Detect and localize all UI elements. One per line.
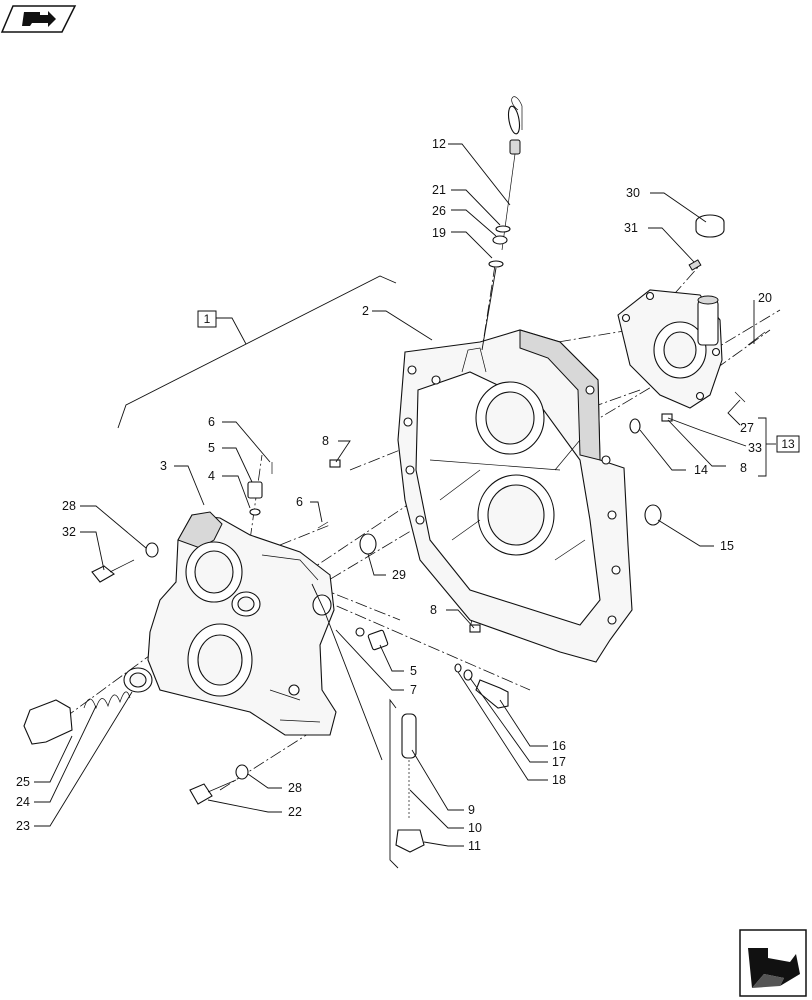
front-cover-part-3 [147, 511, 337, 736]
callout-8-bottom: 8 [430, 603, 437, 617]
callout-13: 13 [781, 437, 795, 451]
callout-33: 33 [748, 441, 762, 455]
callout-17: 17 [552, 755, 566, 769]
main-housing-part-2 [397, 329, 633, 663]
callout-25: 25 [16, 775, 30, 789]
callout-labels: 1 13 12 21 26 19 2 30 31 20 27 33 8 14 1… [16, 137, 795, 853]
callout-29: 29 [392, 568, 406, 582]
callout-2: 2 [362, 304, 369, 318]
callout-30: 30 [626, 186, 640, 200]
small-parts [23, 96, 766, 853]
callout-24: 24 [16, 795, 30, 809]
callout-26: 26 [432, 204, 446, 218]
book-arrow-icon[interactable] [0, 5, 77, 33]
callout-16: 16 [552, 739, 566, 753]
callout-6-top: 6 [208, 415, 215, 429]
callout-28-bottom: 28 [288, 781, 302, 795]
callout-14: 14 [694, 463, 708, 477]
callout-12: 12 [432, 137, 446, 151]
assembly-group-lines [117, 275, 776, 869]
callout-8-top: 8 [322, 434, 329, 448]
callout-32: 32 [62, 525, 76, 539]
callout-box-1 [197, 310, 217, 328]
callout-31: 31 [624, 221, 638, 235]
callout-5-mid: 5 [410, 664, 417, 678]
callout-7: 7 [410, 683, 417, 697]
callout-28-top: 28 [62, 499, 76, 513]
callout-18: 18 [552, 773, 566, 787]
callout-10: 10 [468, 821, 482, 835]
next-page-arrow-icon[interactable] [739, 929, 807, 997]
callout-19: 19 [432, 226, 446, 240]
callout-23: 23 [16, 819, 30, 833]
callout-22: 22 [288, 805, 302, 819]
callout-1: 1 [204, 312, 211, 326]
callout-27: 27 [740, 421, 754, 435]
callout-5-top: 5 [208, 441, 215, 455]
callout-21: 21 [432, 183, 446, 197]
callout-8-right: 8 [740, 461, 747, 475]
callout-4: 4 [208, 469, 215, 483]
callout-11: 11 [468, 839, 481, 853]
callout-6-mid: 6 [296, 495, 303, 509]
callout-9: 9 [468, 803, 475, 817]
callout-box-13 [776, 435, 800, 453]
leader-lines [34, 143, 755, 847]
callout-20: 20 [758, 291, 772, 305]
side-cover-plate [617, 289, 723, 409]
callout-3: 3 [160, 459, 167, 473]
callout-15: 15 [720, 539, 734, 553]
